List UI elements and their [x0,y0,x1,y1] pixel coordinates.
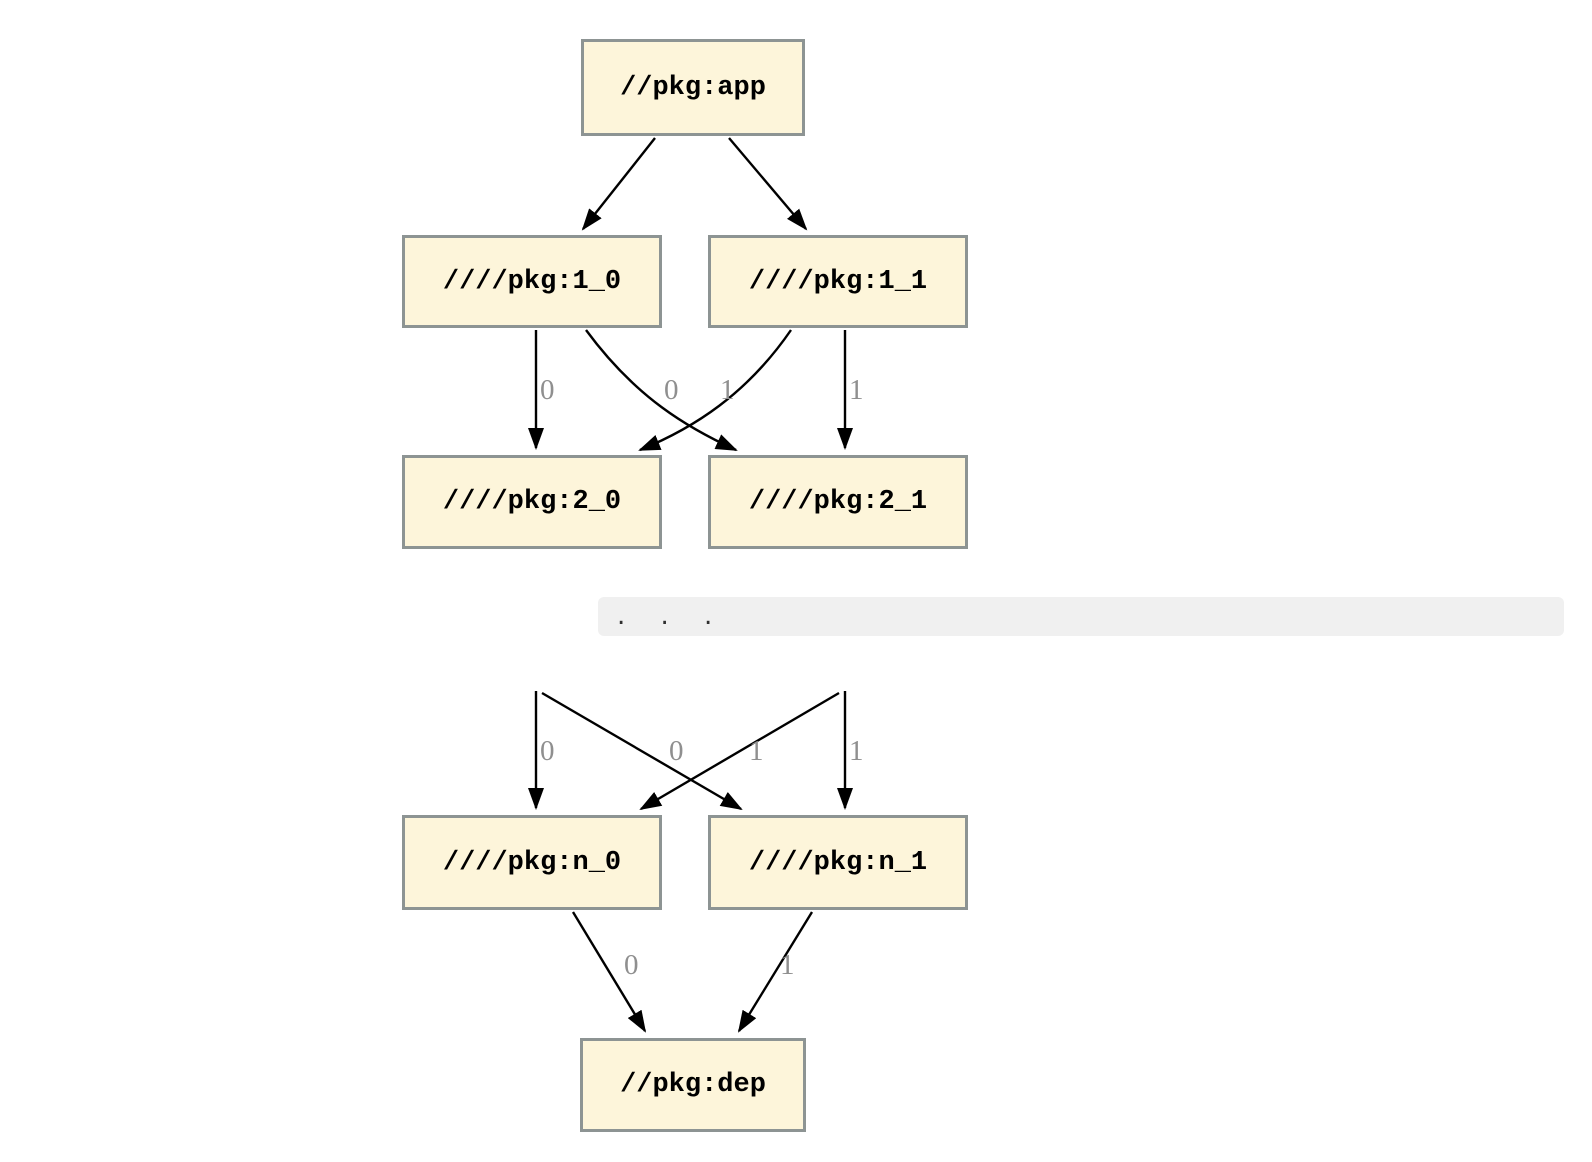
edge-label-ellipsis-to-n_0: 0 [540,735,555,767]
ellipsis-bar: . . . [598,597,1564,636]
ellipsis-dots: . . . [617,601,713,631]
node-pkg-1-1-label: ////pkg:1_1 [748,266,928,297]
edge-label-1_0-to-2_0: 0 [540,374,555,406]
edge-label-cross-to-n_1: 1 [749,735,764,767]
node-pkg-2-0-label: ////pkg:2_0 [442,487,622,517]
edge-ellipsis-cross-to-n_1 [541,691,743,811]
edge-label-n_0-to-dep: 0 [624,949,639,981]
edge-app-to-1_1 [728,137,808,231]
node-pkg-app-label: //pkg:app [620,72,766,103]
node-pkg-2-1: ////pkg:2_1 [708,455,968,549]
edge-label-ellipsis-to-n_1: 1 [849,735,864,767]
node-pkg-1-0-label: ////pkg:1_0 [442,266,622,297]
node-pkg-n-1: ////pkg:n_1 [708,815,968,910]
edge-1_1-to-2_0 [638,329,792,452]
edge-1_0-to-2_1 [585,329,738,452]
edge-n_1-to-dep [737,911,814,1033]
edge-label-1_0-to-2_1: 1 [720,374,735,406]
node-pkg-2-0: ////pkg:2_0 [402,455,662,549]
node-pkg-1-1: ////pkg:1_1 [708,235,968,328]
edge-label-1_1-to-2_1: 1 [849,374,864,406]
edge-app-to-1_0 [581,137,656,231]
node-pkg-1-0: ////pkg:1_0 [402,235,662,328]
node-pkg-n-0: ////pkg:n_0 [402,815,662,910]
node-pkg-dep-label: //pkg:dep [620,1070,766,1100]
node-pkg-dep: //pkg:dep [580,1038,806,1132]
node-pkg-n-0-label: ////pkg:n_0 [442,847,622,878]
edge-label-n_1-to-dep: 1 [780,949,795,981]
node-pkg-n-1-label: ////pkg:n_1 [748,847,928,878]
node-pkg-2-1-label: ////pkg:2_1 [748,487,928,517]
edge-label-1_1-to-2_0: 0 [664,374,679,406]
edge-label-cross-to-n_0: 0 [669,735,684,767]
node-pkg-app: //pkg:app [581,39,805,136]
